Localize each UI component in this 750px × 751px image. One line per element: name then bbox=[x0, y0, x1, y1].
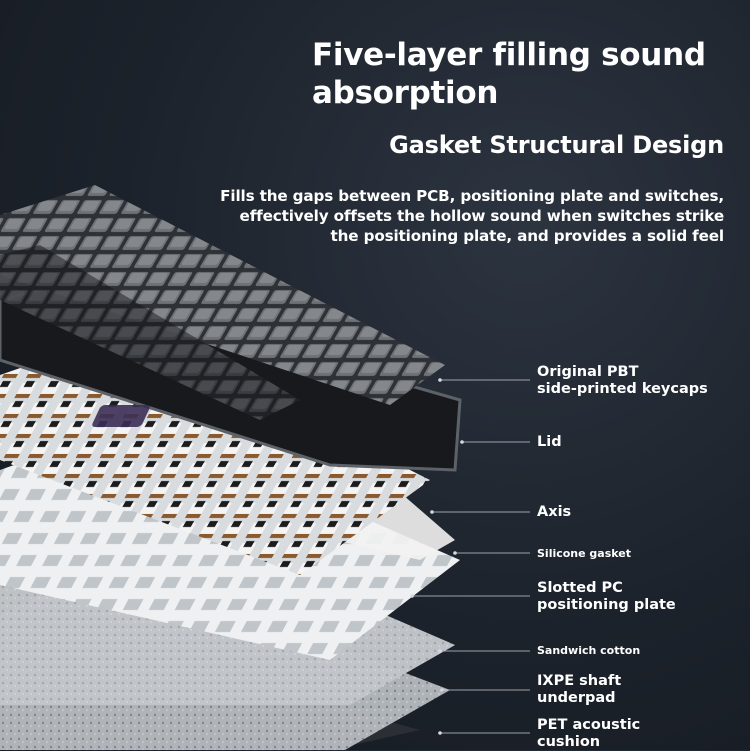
callout-line: Slotted PC bbox=[537, 580, 623, 596]
description-line: Fills the gaps between PCB, positioning … bbox=[220, 187, 724, 205]
headline: Five-layer filling sound absorption bbox=[312, 37, 706, 111]
callout-line: Axis bbox=[537, 504, 572, 520]
callout-line: side-printed keycaps bbox=[537, 381, 708, 397]
callout-line: underpad bbox=[537, 690, 616, 706]
callout-line: positioning plate bbox=[537, 597, 676, 613]
callout-keycaps: Original PBT side-printed keycaps bbox=[537, 364, 708, 398]
callout-lid: Lid bbox=[537, 434, 562, 451]
description-line: the positioning plate, and provides a so… bbox=[330, 227, 725, 245]
callout-line: Lid bbox=[537, 434, 562, 450]
callout-silicone-gasket: Silicone gasket bbox=[537, 547, 631, 561]
callout-sandwich-cotton: Sandwich cotton bbox=[537, 644, 640, 658]
callout-line: Silicone gasket bbox=[537, 547, 632, 560]
description-line: effectively offsets the hollow sound whe… bbox=[239, 207, 725, 225]
description: Fills the gaps between PCB, positioning … bbox=[164, 186, 724, 246]
callout-pet-cushion: PET acoustic cushion bbox=[537, 717, 640, 751]
keycap-layer bbox=[0, 185, 445, 405]
callout-pc-plate: Slotted PC positioning plate bbox=[537, 580, 676, 614]
callout-line: IXPE shaft bbox=[537, 673, 622, 689]
callout-line: PET acoustic bbox=[537, 717, 641, 733]
callout-line: Sandwich cotton bbox=[537, 644, 641, 657]
callout-line: cushion bbox=[537, 734, 601, 750]
callout-ixpe-underpad: IXPE shaft underpad bbox=[537, 673, 621, 707]
subheadline: Gasket Structural Design bbox=[389, 131, 724, 159]
callout-axis: Axis bbox=[537, 504, 571, 521]
callout-line: Original PBT bbox=[537, 364, 639, 380]
